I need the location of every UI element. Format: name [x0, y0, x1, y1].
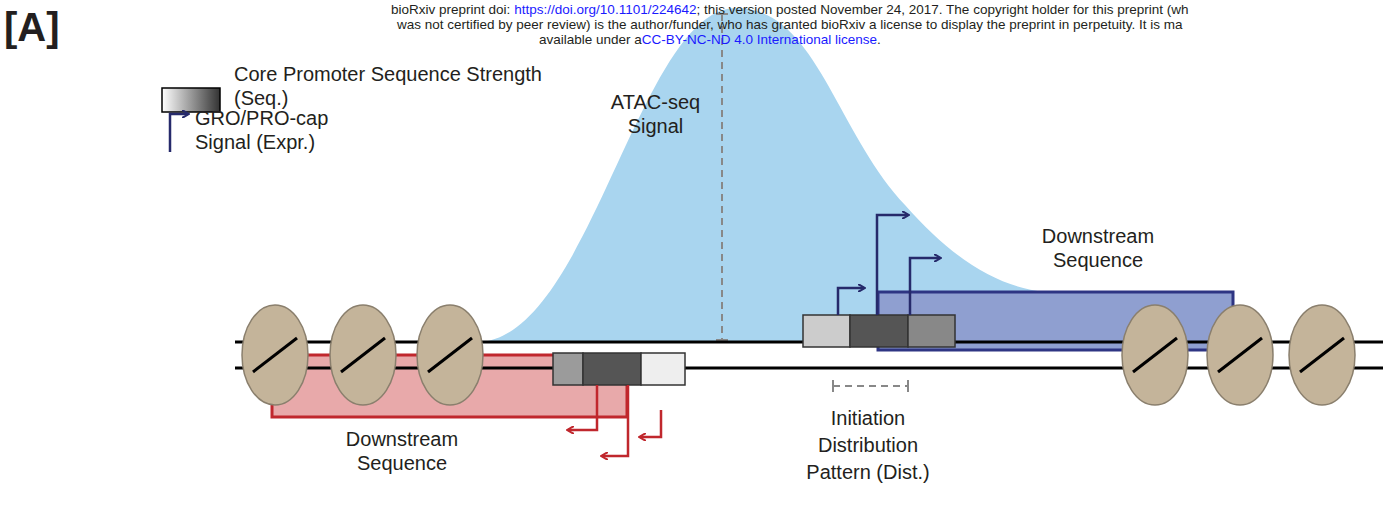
region-label: Downstream Sequence [1028, 224, 1168, 272]
nucleosome [417, 305, 483, 405]
nucleosomes [242, 305, 1355, 405]
downstream-region: Downstream Sequence [878, 292, 1233, 350]
legend-sample [170, 114, 188, 152]
nucleosome [1289, 305, 1355, 405]
nucleosome [1207, 305, 1273, 405]
header-line: available under aCC-BY-NC-ND 4.0 Interna… [539, 32, 881, 47]
header-text: bioRxiv preprint doi: [391, 2, 510, 17]
nucleosome [242, 305, 308, 405]
header-line: bioRxiv preprint doi: https://doi.org/10.… [391, 2, 1188, 17]
region-label: Downstream Sequence [327, 427, 477, 475]
header-text: https://doi.org/10.1101/224642 [514, 2, 696, 17]
nucleosome [330, 305, 396, 405]
signal-label: ATAC-seq Signal [608, 90, 703, 138]
legend-text: GRO/PRO-cap Signal (Expr.) [195, 106, 385, 154]
header-text: CC-BY-NC-ND 4.0 International license [642, 32, 877, 47]
header-line: was not certified by peer review) is the… [397, 17, 1182, 32]
header-text: . [877, 32, 881, 47]
header-text: ; this version posted November 24, 2017.… [696, 2, 1188, 17]
nucleosome [1122, 305, 1188, 405]
panel-label: [A] [4, 4, 60, 50]
distribution-label: Initiation Distribution Pattern (Dist.) [790, 405, 946, 486]
legend-text: Core Promoter Sequence Strength (Seq.) [234, 62, 554, 110]
header-text: available under a [539, 32, 642, 47]
header-text: was not certified by peer review) is the… [397, 17, 1182, 32]
downstream-region: Downstream Sequence [272, 355, 627, 417]
